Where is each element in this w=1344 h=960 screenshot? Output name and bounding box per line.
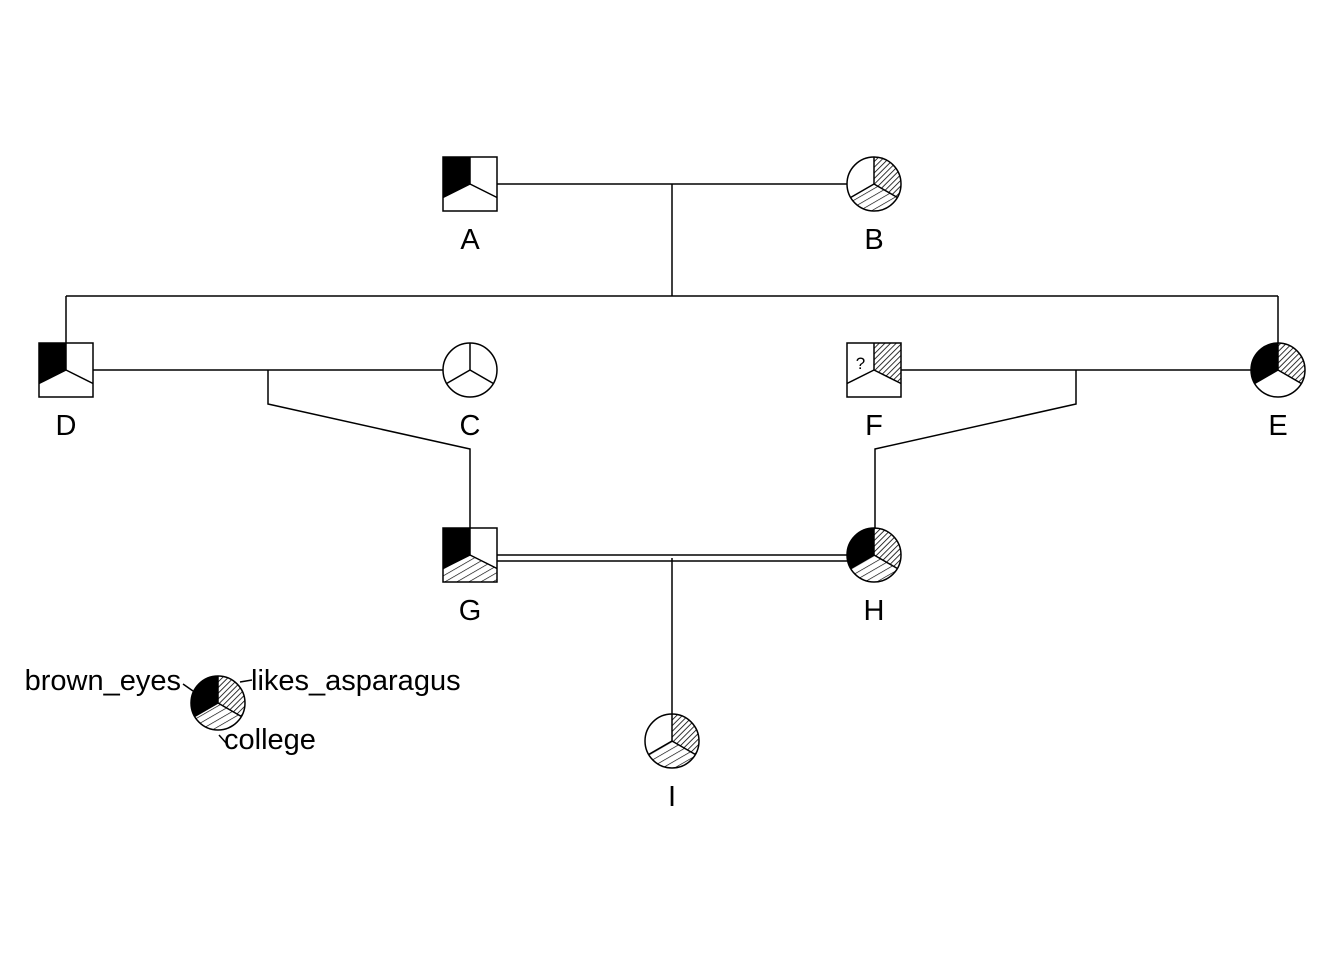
relationship-lines <box>65 183 1279 714</box>
unknown-marker-F: ? <box>856 354 865 373</box>
individual-C: C <box>442 342 498 442</box>
individual-label-I: I <box>668 781 676 813</box>
individual-E: E <box>1250 342 1306 442</box>
individual-I: I <box>644 713 700 813</box>
circle-outline-H <box>846 527 902 583</box>
descent-line-D-C <box>267 370 471 528</box>
legend-pointer-likes-asparagus <box>239 679 253 683</box>
legend-label-college: college <box>224 724 316 756</box>
individual-D: D <box>38 342 94 442</box>
legend-label-brown-eyes: brown_eyes <box>25 665 181 697</box>
segment-college-I <box>648 741 696 768</box>
legend-pointer-college <box>218 734 228 745</box>
individual-label-G: G <box>459 595 482 627</box>
individual-A: A <box>442 156 498 256</box>
square-outline-D <box>38 342 94 398</box>
legend-pointer-brown-eyes <box>182 683 194 692</box>
segment-college-B <box>850 184 898 211</box>
legend-symbol <box>190 675 246 731</box>
circle-outline-B <box>846 156 902 212</box>
circle-outline-I <box>644 713 700 769</box>
individual-F: ?F <box>846 342 902 442</box>
individual-H: H <box>846 527 902 627</box>
square-outline-A <box>442 156 498 212</box>
circle-outline-legend <box>190 675 246 731</box>
individual-label-H: H <box>864 595 885 627</box>
individual-label-B: B <box>864 224 883 256</box>
individual-B: B <box>846 156 902 256</box>
circle-outline-C <box>442 342 498 398</box>
segment-college-C <box>446 370 494 397</box>
individual-G: G <box>442 527 498 627</box>
individual-label-A: A <box>460 224 480 256</box>
individual-label-F: F <box>865 410 883 442</box>
legend-label-likes-asparagus: likes_asparagus <box>251 665 461 697</box>
segment-college-H <box>850 555 898 582</box>
individual-label-C: C <box>460 410 481 442</box>
individual-label-D: D <box>56 410 77 442</box>
square-outline-G <box>442 527 498 583</box>
individual-legend <box>190 675 246 731</box>
segment-college-legend <box>194 703 242 730</box>
legend: brown_eyes likes_asparagus college <box>25 665 461 756</box>
circle-outline-E <box>1250 342 1306 398</box>
segment-college-E <box>1254 370 1302 397</box>
individual-label-E: E <box>1268 410 1287 442</box>
square-outline-F <box>846 342 902 398</box>
descent-line-F-E <box>874 370 1077 528</box>
